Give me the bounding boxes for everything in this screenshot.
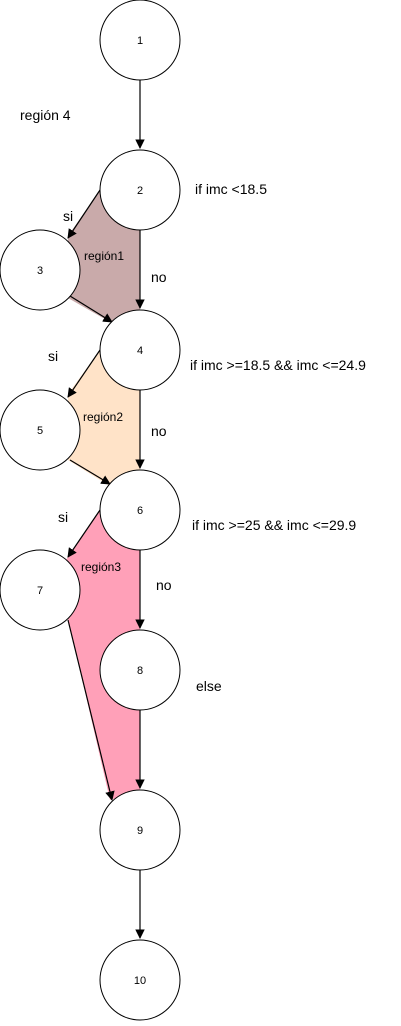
node-9-label: 9 (137, 825, 143, 837)
node-3: 3 (0, 229, 81, 311)
region3-label: región3 (81, 560, 121, 574)
branch-no-node-2: no (151, 269, 167, 285)
node-5-label: 5 (37, 425, 43, 437)
node-2-label: 2 (137, 185, 143, 197)
branch-si-node-2: si (63, 208, 73, 224)
branch-si-node-4: si (48, 348, 58, 364)
node-7-label: 7 (37, 585, 43, 597)
node-7: 7 (0, 549, 81, 631)
node-8: 8 (99, 629, 181, 711)
node-5: 5 (0, 389, 81, 471)
node-1-label: 1 (137, 35, 143, 47)
node-10: 10 (99, 939, 181, 1021)
condition-node-6: if imc >=25 && imc <=29.9 (192, 517, 356, 533)
node-9: 9 (99, 789, 181, 871)
node-10-label: 10 (134, 975, 146, 987)
edge-5-6 (69, 459, 111, 485)
condition-node-8: else (196, 678, 222, 694)
edge-7-9 (67, 619, 115, 801)
branch-no-node-6: no (156, 577, 172, 593)
node-1: 1 (99, 0, 181, 81)
edge-6-7 (67, 509, 101, 558)
condition-node-4: if imc >=18.5 && imc <=24.9 (190, 357, 366, 373)
edge-4-5 (67, 349, 101, 398)
region2-label: región2 (83, 410, 123, 424)
condition-node-2: if imc <18.5 (195, 181, 267, 197)
node-4: 4 (99, 309, 181, 391)
branch-no-node-4: no (151, 423, 167, 439)
region1-label: región1 (84, 249, 124, 263)
node-6-label: 6 (137, 505, 143, 517)
edge-3-4 (69, 295, 113, 323)
node-6: 6 (99, 469, 181, 551)
node-4-label: 4 (137, 345, 143, 357)
region4-label: región 4 (20, 107, 71, 123)
node-8-label: 8 (137, 665, 143, 677)
node-3-label: 3 (37, 265, 43, 277)
node-2: 2 (99, 149, 181, 231)
edge-2-3 (67, 189, 101, 239)
branch-si-node-6: si (58, 509, 68, 525)
